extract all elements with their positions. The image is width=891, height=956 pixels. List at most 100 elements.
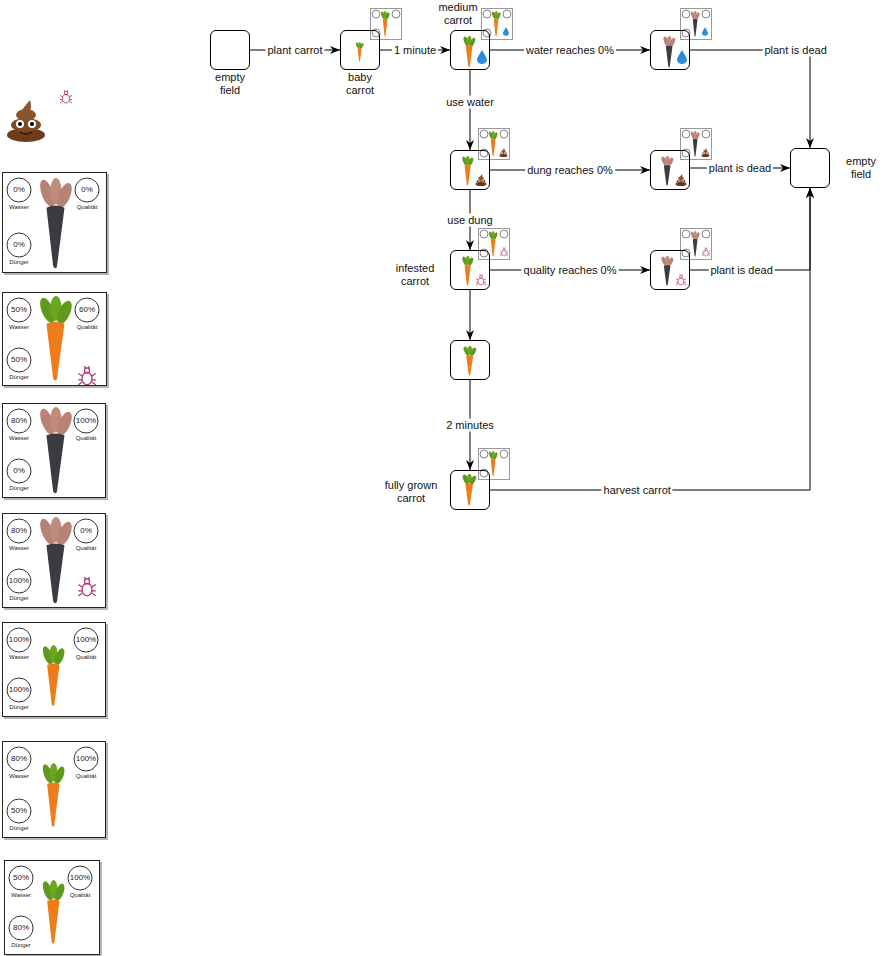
gauge-name: Qualität bbox=[76, 773, 97, 779]
bug-icon bbox=[60, 90, 72, 103]
bug-icon bbox=[676, 274, 686, 285]
gauge-circle bbox=[7, 747, 31, 771]
dung-icon bbox=[676, 174, 687, 186]
gauge-value: 50% bbox=[11, 807, 27, 815]
gauge-name: Qualität bbox=[77, 324, 98, 330]
state-box bbox=[450, 150, 490, 190]
gauge-value: 0% bbox=[13, 241, 25, 249]
gauge-value: 60% bbox=[79, 306, 95, 314]
gauge-name: Wasser bbox=[9, 654, 29, 660]
edge-label: harvest carrot bbox=[602, 484, 673, 497]
gauge-name: Qualität bbox=[77, 204, 98, 210]
status-card bbox=[479, 129, 510, 160]
dung-icon bbox=[499, 148, 507, 157]
bug-icon bbox=[78, 577, 96, 596]
gauge-circle bbox=[74, 628, 98, 652]
gauge-value: 80% bbox=[13, 924, 29, 932]
gauge-name: Dünger bbox=[9, 485, 29, 491]
gauge-name: Dünger bbox=[9, 704, 29, 710]
gauge-name: Qualität bbox=[70, 892, 91, 898]
gauge-circle bbox=[74, 519, 98, 543]
state-box bbox=[650, 150, 690, 190]
state-box: baby carrot bbox=[340, 30, 380, 70]
bug-icon bbox=[476, 274, 486, 285]
gauge-circle bbox=[7, 519, 31, 543]
edge-label: water reaches 0% bbox=[524, 44, 616, 57]
edge-label: use water bbox=[444, 96, 496, 109]
edge-label: dung reaches 0% bbox=[525, 164, 615, 177]
carrot bbox=[380, 11, 390, 37]
status-card bbox=[482, 9, 513, 40]
carrot bbox=[488, 131, 498, 157]
carrot bbox=[488, 451, 498, 477]
carrot bbox=[462, 346, 477, 376]
carrot bbox=[491, 11, 501, 37]
edge-label: plant carrot bbox=[265, 44, 324, 57]
state-label: baby carrot bbox=[335, 71, 385, 97]
gauge-value: 80% bbox=[11, 527, 27, 535]
gauge-value: 100% bbox=[9, 686, 29, 694]
state-label: infested carrot bbox=[384, 262, 446, 288]
gauge-value: 80% bbox=[11, 755, 27, 763]
connector bbox=[690, 188, 810, 270]
gauge-circle bbox=[9, 866, 33, 890]
dead-carrot bbox=[662, 36, 676, 67]
gauge-value: 50% bbox=[13, 874, 29, 882]
carrot bbox=[41, 880, 67, 944]
edge-label: plant is dead bbox=[762, 44, 828, 57]
carrot bbox=[461, 474, 477, 505]
gauge-circle bbox=[7, 233, 31, 257]
gauge-name: Wasser bbox=[9, 773, 29, 779]
carrot bbox=[461, 156, 474, 186]
gauge-name: Dünger bbox=[9, 374, 29, 380]
gauge-circle bbox=[74, 409, 98, 433]
gauge-circle bbox=[75, 178, 99, 202]
gauge-value: 50% bbox=[11, 356, 27, 364]
edge-label: plant is dead bbox=[708, 264, 774, 277]
state-box bbox=[650, 30, 690, 70]
gauge-name: Qualität bbox=[76, 435, 97, 441]
gauge-circle bbox=[7, 298, 31, 322]
status-card: 0%Wasser0%Qualität0%Dünger bbox=[2, 172, 107, 273]
state-box: empty field bbox=[210, 30, 250, 70]
dead-carrot bbox=[690, 231, 700, 257]
status-card bbox=[479, 449, 510, 480]
connector bbox=[470, 290, 471, 340]
gauge-name: Qualität bbox=[76, 654, 97, 660]
state-box: empty field bbox=[790, 148, 830, 188]
dead-carrot bbox=[660, 256, 674, 286]
gauge-name: Wasser bbox=[9, 545, 29, 551]
dung-icon bbox=[701, 148, 709, 157]
water-drop bbox=[702, 27, 708, 35]
carrot bbox=[41, 763, 67, 827]
dead-carrot bbox=[37, 178, 75, 268]
status-card: 100%Wasser100%Qualität100%Dünger bbox=[2, 622, 106, 717]
dead-carrot bbox=[660, 156, 674, 186]
state-box bbox=[650, 250, 690, 290]
dung-icon bbox=[476, 174, 487, 186]
water-drop bbox=[477, 50, 487, 64]
gauge-circle bbox=[9, 916, 33, 940]
carrot bbox=[461, 256, 474, 286]
status-card: 50%Wasser60%Qualität50%Dünger bbox=[2, 292, 107, 386]
edge-label: 1 minute bbox=[392, 44, 438, 57]
status-card bbox=[371, 9, 402, 40]
gauge-circle bbox=[7, 569, 31, 593]
bug-icon bbox=[78, 366, 96, 385]
status-card bbox=[681, 229, 712, 260]
gauge-value: 50% bbox=[11, 306, 27, 314]
connector bbox=[690, 50, 810, 148]
status-card: 80%Wasser0%Qualität100%Dünger bbox=[2, 513, 106, 608]
gauge-value: 80% bbox=[11, 417, 27, 425]
edge-label: quality reaches 0% bbox=[522, 264, 619, 277]
gauge-value: 0% bbox=[81, 186, 93, 194]
dead-carrot bbox=[690, 131, 700, 157]
state-box: infested carrot bbox=[450, 250, 490, 290]
gauge-circle bbox=[7, 678, 31, 702]
water-drop bbox=[503, 27, 509, 35]
carrot bbox=[462, 36, 476, 67]
gauge-name: Dünger bbox=[11, 942, 31, 948]
gauge-name: Dünger bbox=[9, 595, 29, 601]
